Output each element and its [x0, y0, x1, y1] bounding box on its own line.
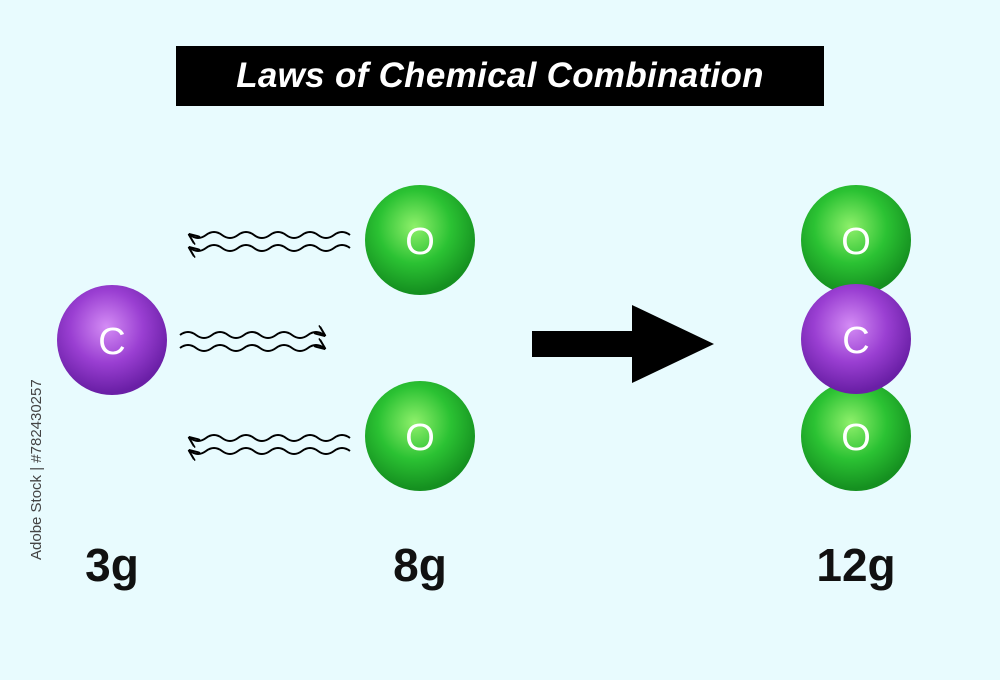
product-mass-label: 12g [816, 539, 896, 591]
oxygen-mass-label: 8g [393, 539, 447, 591]
page-title: Laws of Chemical Combination [176, 46, 824, 106]
wavy-arrow-icon [179, 332, 324, 352]
oxygen-symbol-bottom: O [405, 417, 435, 459]
oxygen-symbol-top: O [405, 221, 435, 263]
wavy-arrow-icon [190, 434, 351, 454]
product-oxygen-symbol-top: O [841, 221, 871, 263]
wavy-arrow-icon [190, 231, 351, 251]
oxygen-atom-top [365, 185, 475, 295]
product-oxygen-atom-top [801, 185, 911, 295]
product-carbon-atom [801, 284, 911, 394]
product-carbon-symbol: C [842, 320, 869, 362]
right-arrow-icon [532, 305, 714, 383]
carbon-mass-label: 3g [85, 539, 139, 591]
carbon-symbol: C [98, 321, 125, 363]
carbon-atom [57, 285, 167, 395]
stock-watermark: Adobe Stock | #782430257 [28, 379, 45, 560]
oxygen-atom-bottom [365, 381, 475, 491]
product-oxygen-symbol-bottom: O [841, 417, 871, 459]
product-oxygen-atom-bottom [801, 381, 911, 491]
